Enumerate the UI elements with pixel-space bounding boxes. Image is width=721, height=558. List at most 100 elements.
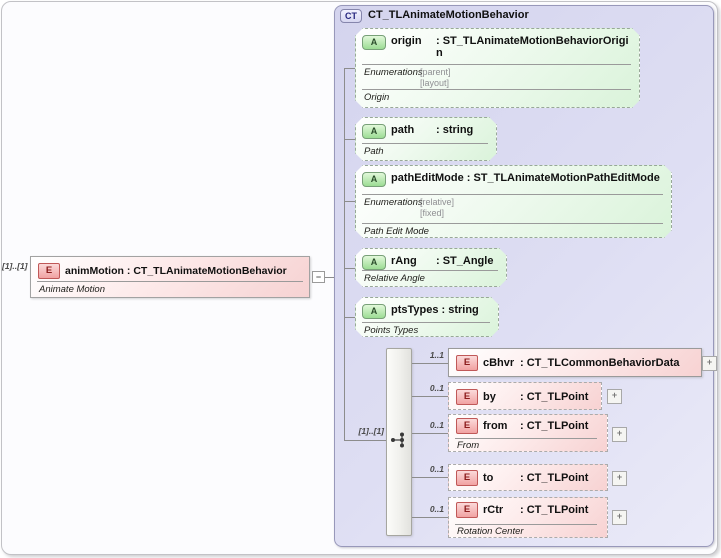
sequence-cardinality: [1]..[1] [358,426,385,436]
element-icon: E [456,355,478,371]
connector-line [344,317,355,318]
element-box-animmotion[interactable]: E animMotion : CT_TLAnimateMotionBehavio… [30,256,310,298]
enumeration-values: [relative] [fixed] [420,197,454,219]
attribute-name: ptsTypes [391,304,439,316]
expand-toggle-icon[interactable]: + [612,510,627,525]
collapse-toggle-icon[interactable]: − [312,271,325,283]
connector-line [412,477,448,478]
enumerations-label: Enumerations [364,197,423,208]
element-cardinality: 0..1 [429,504,444,514]
attribute-box-patheditmode[interactable]: A pathEditMode : ST_TLAnimateMotionPathE… [355,165,672,238]
element-box-rctr[interactable]: E rCtr : CT_TLPoint Rotation Center [448,497,608,538]
element-box-to[interactable]: E to : CT_TLPoint [448,464,608,491]
divider [362,143,488,144]
element-box-from[interactable]: E from : CT_TLPoint From [448,414,608,452]
attribute-title-row: A origin : ST_TLAnimateMotionBehaviorOri… [356,29,639,59]
element-name: cBhvr [483,357,515,369]
enumerations-row: Enumerations [parent] [layout] [364,67,451,89]
element-box-by[interactable]: E by : CT_TLPoint [448,382,602,410]
attribute-name: pathEditMode [391,172,464,184]
element-title-row: E cBhvr : CT_TLCommonBehaviorData [449,349,701,377]
attribute-type: : string [441,304,479,316]
attribute-annotation: Path [364,146,384,157]
divider [362,89,631,90]
attribute-type: : ST_TLAnimateMotionBehaviorOrigin [436,35,629,59]
divider [362,322,490,323]
attribute-box-path[interactable]: A path : string Path [355,117,497,161]
expand-toggle-icon[interactable]: + [607,389,622,404]
attribute-annotation: Path Edit Mode [364,226,429,237]
element-type: : CT_TLPoint [520,420,589,432]
divider [362,223,663,224]
attribute-annotation: Points Types [364,325,419,336]
sequence-group-bar[interactable] [386,348,412,536]
attribute-name: rAng [391,255,417,267]
attribute-name: origin [391,35,422,47]
attribute-icon: A [362,35,386,50]
element-title-row: E to : CT_TLPoint [449,465,607,491]
element-icon: E [38,263,60,279]
connector-line [412,517,448,518]
element-title-row: E by : CT_TLPoint [449,383,601,410]
connector-line [344,440,386,441]
divider [362,270,498,271]
connector-line [344,68,355,69]
element-name: to [483,472,494,484]
element-name: animMotion [65,265,124,277]
element-annotation: From [457,440,480,451]
connector-line [412,433,448,434]
element-cardinality: 0..1 [429,464,444,474]
attribute-box-ptstypes[interactable]: A ptsTypes : string Points Types [355,297,499,337]
enumeration-value: [relative] [420,197,455,207]
attribute-box-rang[interactable]: A rAng : ST_Angle Relative Angle [355,248,507,287]
attribute-name: path [391,124,415,136]
element-name: from [483,420,508,432]
divider [37,281,303,282]
divider [362,64,631,65]
element-icon: E [456,418,478,434]
element-cardinality: 0..1 [429,383,444,393]
attribute-title-row: A ptsTypes : string [356,298,498,319]
complex-type-icon: CT [340,9,362,23]
complex-type-title: CT_TLAnimateMotionBehavior [368,9,529,21]
enumerations-row: Enumerations [relative] [fixed] [364,197,454,219]
enumerations-label: Enumerations [364,67,423,78]
expand-toggle-icon[interactable]: + [612,471,627,486]
element-type: : CT_TLAnimateMotionBehavior [126,265,287,277]
expand-toggle-icon[interactable]: + [702,356,717,371]
element-box-cbhvr[interactable]: E cBhvr : CT_TLCommonBehaviorData [448,348,702,377]
attribute-title-row: A path : string [356,118,496,139]
enumeration-values: [parent] [layout] [420,67,451,89]
element-icon: E [456,502,478,518]
element-icon: E [456,388,478,405]
enumeration-value: [layout] [420,78,450,88]
attribute-box-origin[interactable]: A origin : ST_TLAnimateMotionBehaviorOri… [355,28,640,108]
element-name: rCtr [483,504,504,516]
divider [455,438,597,439]
connector-trunk [344,68,345,440]
element-title-row: E rCtr : CT_TLPoint [449,498,607,522]
attribute-type: : ST_TLAnimateMotionPathEditMode [466,172,660,184]
connector-line [344,268,355,269]
attribute-annotation: Relative Angle [364,273,425,284]
element-annotation: Rotation Center [457,526,524,537]
element-cardinality: 0..1 [429,420,444,430]
element-type: : CT_TLPoint [520,504,589,516]
connector-line [344,139,355,140]
attribute-annotation: Origin [364,92,390,103]
attribute-icon: A [362,172,386,187]
expand-toggle-icon[interactable]: + [612,427,627,442]
element-title-row: E from : CT_TLPoint [449,415,607,437]
attribute-type: : string [436,124,474,136]
element-title-row: E animMotion : CT_TLAnimateMotionBehavio… [31,257,309,279]
enumeration-value: [parent] [420,67,451,77]
connector-line [344,201,355,202]
element-type: : CT_TLPoint [520,390,589,403]
element-annotation: Animate Motion [39,284,106,295]
attribute-icon: A [362,304,386,319]
root-cardinality: [1]..[1] [2,261,28,271]
attribute-icon: A [362,255,386,270]
element-cardinality: 1..1 [429,350,444,360]
enumeration-value: [fixed] [420,208,445,218]
